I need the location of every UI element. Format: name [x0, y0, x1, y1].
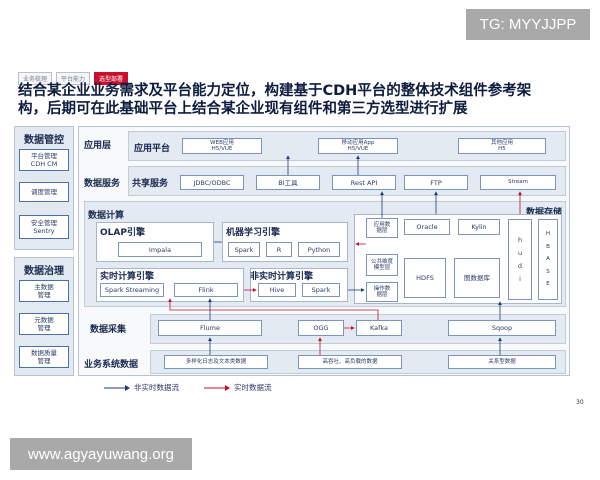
schedule-management-item: 调度管理 [19, 182, 69, 202]
hudi-column-box: h u d i [508, 219, 532, 300]
arrow-blue-icon [104, 384, 130, 391]
kafka-box: Kafka [356, 320, 402, 336]
ftp-box: FTP [404, 175, 468, 190]
page-title: 结合某企业业务需求及平台能力定位，构建基于CDH平台的整体技术组件参考架构，后期… [18, 83, 532, 117]
batch-spark-box: Spark [302, 283, 340, 297]
hbase-letter-e: E [546, 281, 550, 288]
log-text-data-box: 多样化日志及文本类数据 [164, 355, 268, 369]
impala-box: Impala [118, 242, 202, 257]
hbase-letter-a: A [546, 256, 550, 263]
stream-box: Stream [480, 175, 556, 190]
kylin-box: Kylin [458, 219, 500, 235]
flink-box: Flink [174, 283, 238, 297]
tab-deployment[interactable]: 选型部署 [94, 72, 129, 85]
web-app-box: WEB应用 H5/VUE [182, 138, 262, 154]
collect-layer-label: 数据采集 [90, 325, 127, 335]
ml-spark-box: Spark [228, 242, 260, 257]
mobile-app-box: 移动应用App H5/VUE [318, 138, 398, 154]
jdbc-odbc-box: JDBC/ODBC [180, 175, 244, 190]
legend-realtime-label: 实时数据流 [234, 383, 272, 392]
page-number: 30 [576, 399, 584, 406]
ogg-box: OGG [298, 320, 344, 336]
master-data-item: 主数据 管理 [19, 280, 69, 302]
hive-box: Hive [258, 283, 296, 297]
legend-realtime: 实时数据流 [204, 382, 272, 393]
service-layer-label: 数据服务 [84, 179, 121, 189]
data-control-title: 数据管控 [24, 135, 64, 146]
watermark-top: TG: MYYJJPP [466, 9, 590, 40]
hudi-letter-i: i [519, 275, 521, 283]
ml-r-box: R [266, 242, 292, 257]
data-governance-title: 数据治理 [24, 266, 64, 277]
operational-data-layer-box: 操作数 据层 [366, 282, 398, 302]
compute-layer-label: 数据计算 [88, 211, 125, 221]
rest-api-box: Rest API [332, 175, 396, 190]
storage-layer-label: 数据存储 [526, 208, 563, 218]
hudi-letter-d: d [517, 262, 523, 270]
oracle-box: Oracle [404, 219, 450, 235]
ml-engine-label: 机器学习引擎 [226, 228, 281, 238]
sqoop-box: Sqoop [448, 320, 556, 336]
app-platform-label: 应用平台 [134, 144, 171, 154]
high-throughput-data-box: 高吞吐、高负载的数据 [298, 355, 402, 369]
hbase-letter-s: S [546, 268, 550, 275]
dimension-model-layer-box: 公共维度 模型层 [366, 254, 398, 276]
hbase-letter-h: H [545, 231, 551, 238]
olap-engine-label: OLAP引擎 [100, 228, 145, 238]
legend-batch-label: 非实时数据流 [134, 383, 179, 392]
platform-management-item: 平台管理 CDH CM [19, 149, 69, 171]
flume-box: Flume [158, 320, 262, 336]
business-layer-label: 业务系统数据 [84, 360, 139, 370]
tab-platform[interactable]: 平台能力 [56, 72, 91, 85]
hdfs-box: HDFS [404, 258, 446, 298]
batch-engine-label: 非实时计算引擎 [250, 272, 314, 282]
metadata-item: 元数据 管理 [19, 313, 69, 335]
watermark-bottom: www.agyayuwang.org [10, 438, 192, 470]
ml-python-box: Python [298, 242, 340, 257]
tab-business[interactable]: 业务梳理 [18, 72, 53, 85]
legend-batch: 非实时数据流 [104, 382, 179, 393]
app-layer-label: 应用层 [84, 141, 112, 151]
graph-db-box: 图数据库 [454, 258, 500, 298]
shared-service-label: 共享服务 [132, 179, 169, 189]
bi-tool-box: BI工具 [256, 175, 320, 190]
other-app-box: 其他应用 H5 [458, 138, 546, 154]
hudi-letter-h: h [517, 236, 523, 244]
data-quality-item: 数据质量 管理 [19, 346, 69, 368]
breadcrumb-tabs: 业务梳理 平台能力 选型部署 [18, 72, 129, 85]
hbase-column-box: H B A S E [538, 219, 558, 300]
relational-data-box: 关系型数据 [448, 355, 556, 369]
hudi-letter-u: u [517, 249, 523, 257]
flow-kafka-to-realtime [168, 298, 379, 320]
hbase-letter-b: B [546, 243, 550, 250]
spark-streaming-box: Spark Streaming [100, 283, 164, 297]
arrow-red-icon [204, 384, 230, 391]
app-data-layer-box: 应用数 据层 [366, 218, 398, 238]
security-management-item: 安全管理 Sentry [19, 215, 69, 239]
realtime-engine-label: 实时计算引擎 [100, 272, 155, 282]
